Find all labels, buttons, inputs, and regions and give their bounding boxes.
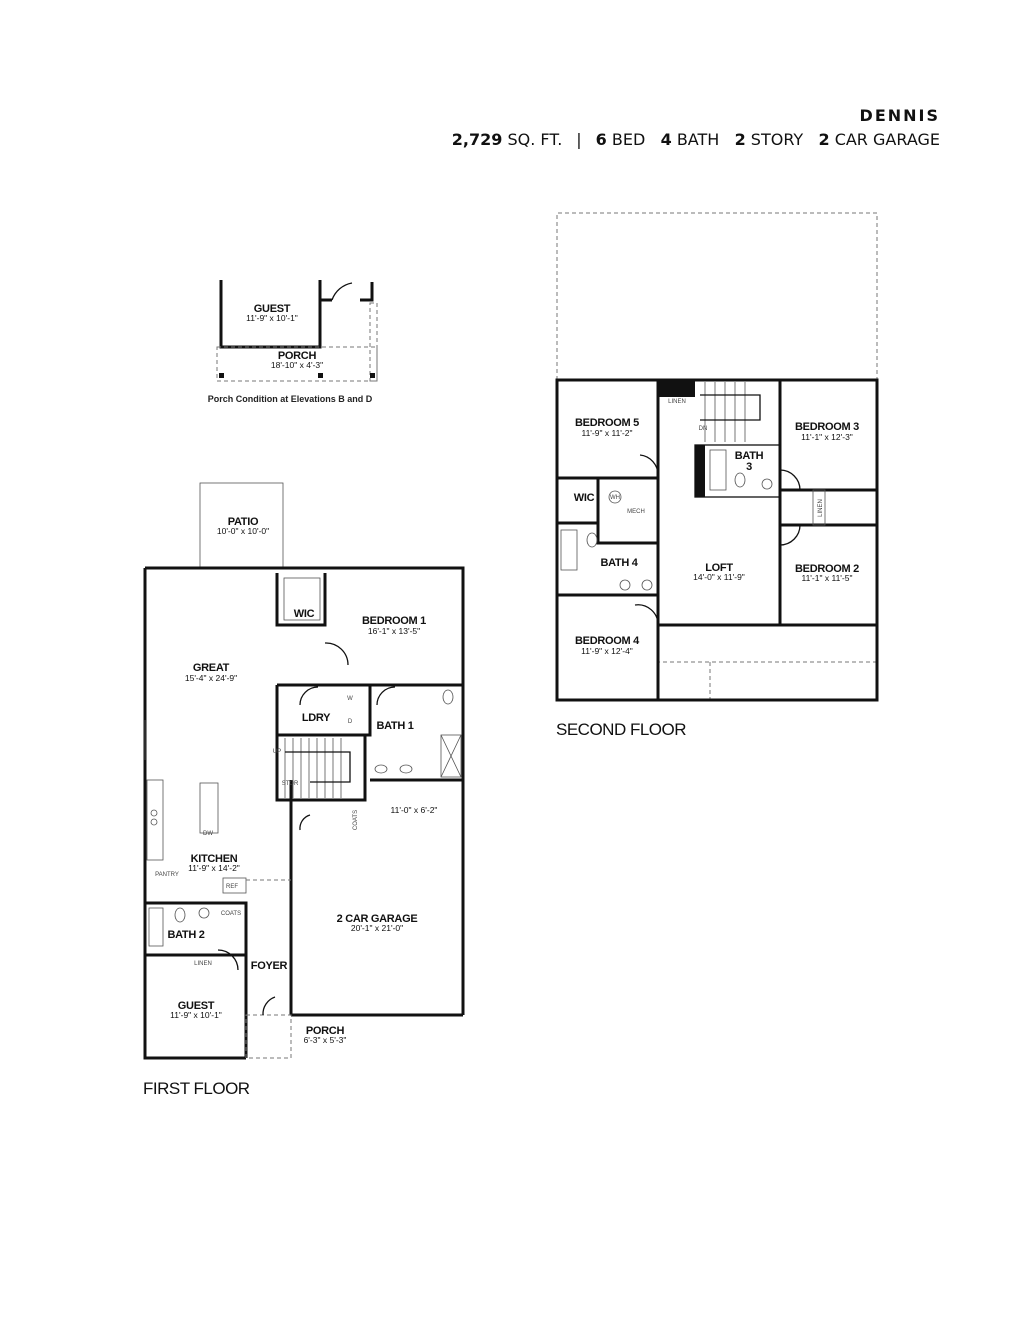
linen-label: LINEN (194, 961, 212, 967)
first-floor-plan: PATIO 10'-0" x 10'-0" GREAT 15'-4" x 24'… (143, 482, 465, 1098)
garage-ext-dims: 11'-0" x 6'-2" (391, 805, 438, 815)
porch-dims: 6'-3" x 5'-3" (304, 1035, 347, 1045)
stories-label: STORY (750, 130, 804, 149)
inset-porch-label: PORCH (278, 350, 317, 362)
plan-stats: 2,729 SQ. FT. | 6 BED 4 BATH 2 STORY 2 CAR… (452, 130, 940, 149)
bath3-label: BATH (735, 450, 764, 462)
bedroom4-label: BEDROOM 4 (575, 635, 640, 647)
great-label: GREAT (193, 662, 230, 674)
kitchen-label: KITCHEN (191, 853, 238, 865)
garage-dims: 20'-1" x 21'-0" (351, 923, 403, 933)
garage-value: 2 (818, 130, 830, 149)
garage-label: CAR GARAGE (834, 130, 940, 149)
foyer-label: FOYER (251, 960, 288, 972)
bedroom5-label: BEDROOM 5 (575, 417, 639, 429)
sqft-value: 2,729 (451, 130, 503, 149)
guest-label: GUEST (178, 1000, 215, 1012)
mech-label: MECH (627, 509, 645, 515)
dryer-label: D (348, 719, 353, 725)
baths-value: 4 (660, 130, 672, 149)
patio-dims: 10'-0" x 10'-0" (217, 526, 269, 536)
dn-label: DN (699, 426, 708, 432)
patio-label: PATIO (228, 516, 259, 528)
coats-label-1: COATS (353, 810, 359, 830)
bedroom4-dims: 11'-9" x 12'-4" (581, 646, 633, 656)
porch-inset: GUEST 11'-9" x 10'-1" PORCH 18'-10" x 4'… (208, 280, 378, 404)
first-floor-title: FIRST FLOOR (143, 1079, 250, 1098)
washer-label: W (347, 696, 353, 702)
wic-2-label: WIC (574, 492, 595, 504)
beds-value: 6 (595, 130, 607, 149)
stor-label: STOR (282, 781, 299, 787)
garage-label: 2 CAR GARAGE (337, 913, 418, 925)
coats-label-2: COATS (221, 911, 241, 917)
bedroom2-label: BEDROOM 2 (795, 563, 859, 575)
inset-porch-dims: 18'-10" x 4'-3" (271, 360, 323, 370)
great-dims: 15'-4" x 24'-9" (185, 673, 237, 683)
dw-label: DW (203, 831, 213, 837)
ldry-label: LDRY (302, 712, 331, 724)
up-label: UP (273, 749, 281, 755)
linen-label-2: LINEN (818, 499, 824, 517)
bedroom1-dims: 16'-1" x 13'-5" (368, 626, 420, 636)
beds-label: BED (611, 130, 646, 149)
loft-label: LOFT (705, 562, 733, 574)
wic-label: WIC (294, 608, 315, 620)
linen-label-1: LINEN (668, 399, 686, 405)
plan-name: DENNIS (859, 106, 940, 125)
ref-label: REF (226, 884, 238, 890)
second-floor-title: SECOND FLOOR (556, 720, 686, 739)
bedroom1-label: BEDROOM 1 (362, 615, 426, 627)
bath3-number: 3 (746, 461, 752, 473)
second-floor-plan: BEDROOM 5 11'-9" x 11'-2" BEDROOM 3 11'-… (555, 212, 879, 739)
porch-label: PORCH (306, 1025, 345, 1037)
stats-divider: | (576, 130, 582, 149)
bath1-label: BATH 1 (376, 720, 413, 732)
loft-dims: 14'-0" x 11'-9" (693, 572, 745, 582)
bath2-label: BATH 2 (167, 929, 204, 941)
bath4-label: BATH 4 (600, 557, 638, 569)
bedroom3-label: BEDROOM 3 (795, 421, 859, 433)
bedroom5-dims: 11'-9" x 11'-2" (581, 428, 632, 438)
bedroom3-dims: 11'-1" x 12'-3" (801, 432, 853, 442)
stairs (284, 738, 351, 798)
sqft-unit: SQ. FT. (507, 130, 563, 149)
pantry-label: PANTRY (155, 872, 179, 878)
bedroom2-dims: 11'-1" x 11'-5" (801, 573, 852, 583)
wh-label: WH (610, 495, 620, 501)
inset-guest-dims: 11'-9" x 10'-1" (246, 313, 298, 323)
baths-label: BATH (676, 130, 720, 149)
stories-value: 2 (734, 130, 746, 149)
kitchen-dims: 11'-9" x 14'-2" (188, 863, 240, 873)
inset-note: Porch Condition at Elevations B and D (208, 394, 373, 404)
guest-dims: 11'-9" x 10'-1" (170, 1010, 222, 1020)
inset-guest-label: GUEST (254, 303, 291, 315)
